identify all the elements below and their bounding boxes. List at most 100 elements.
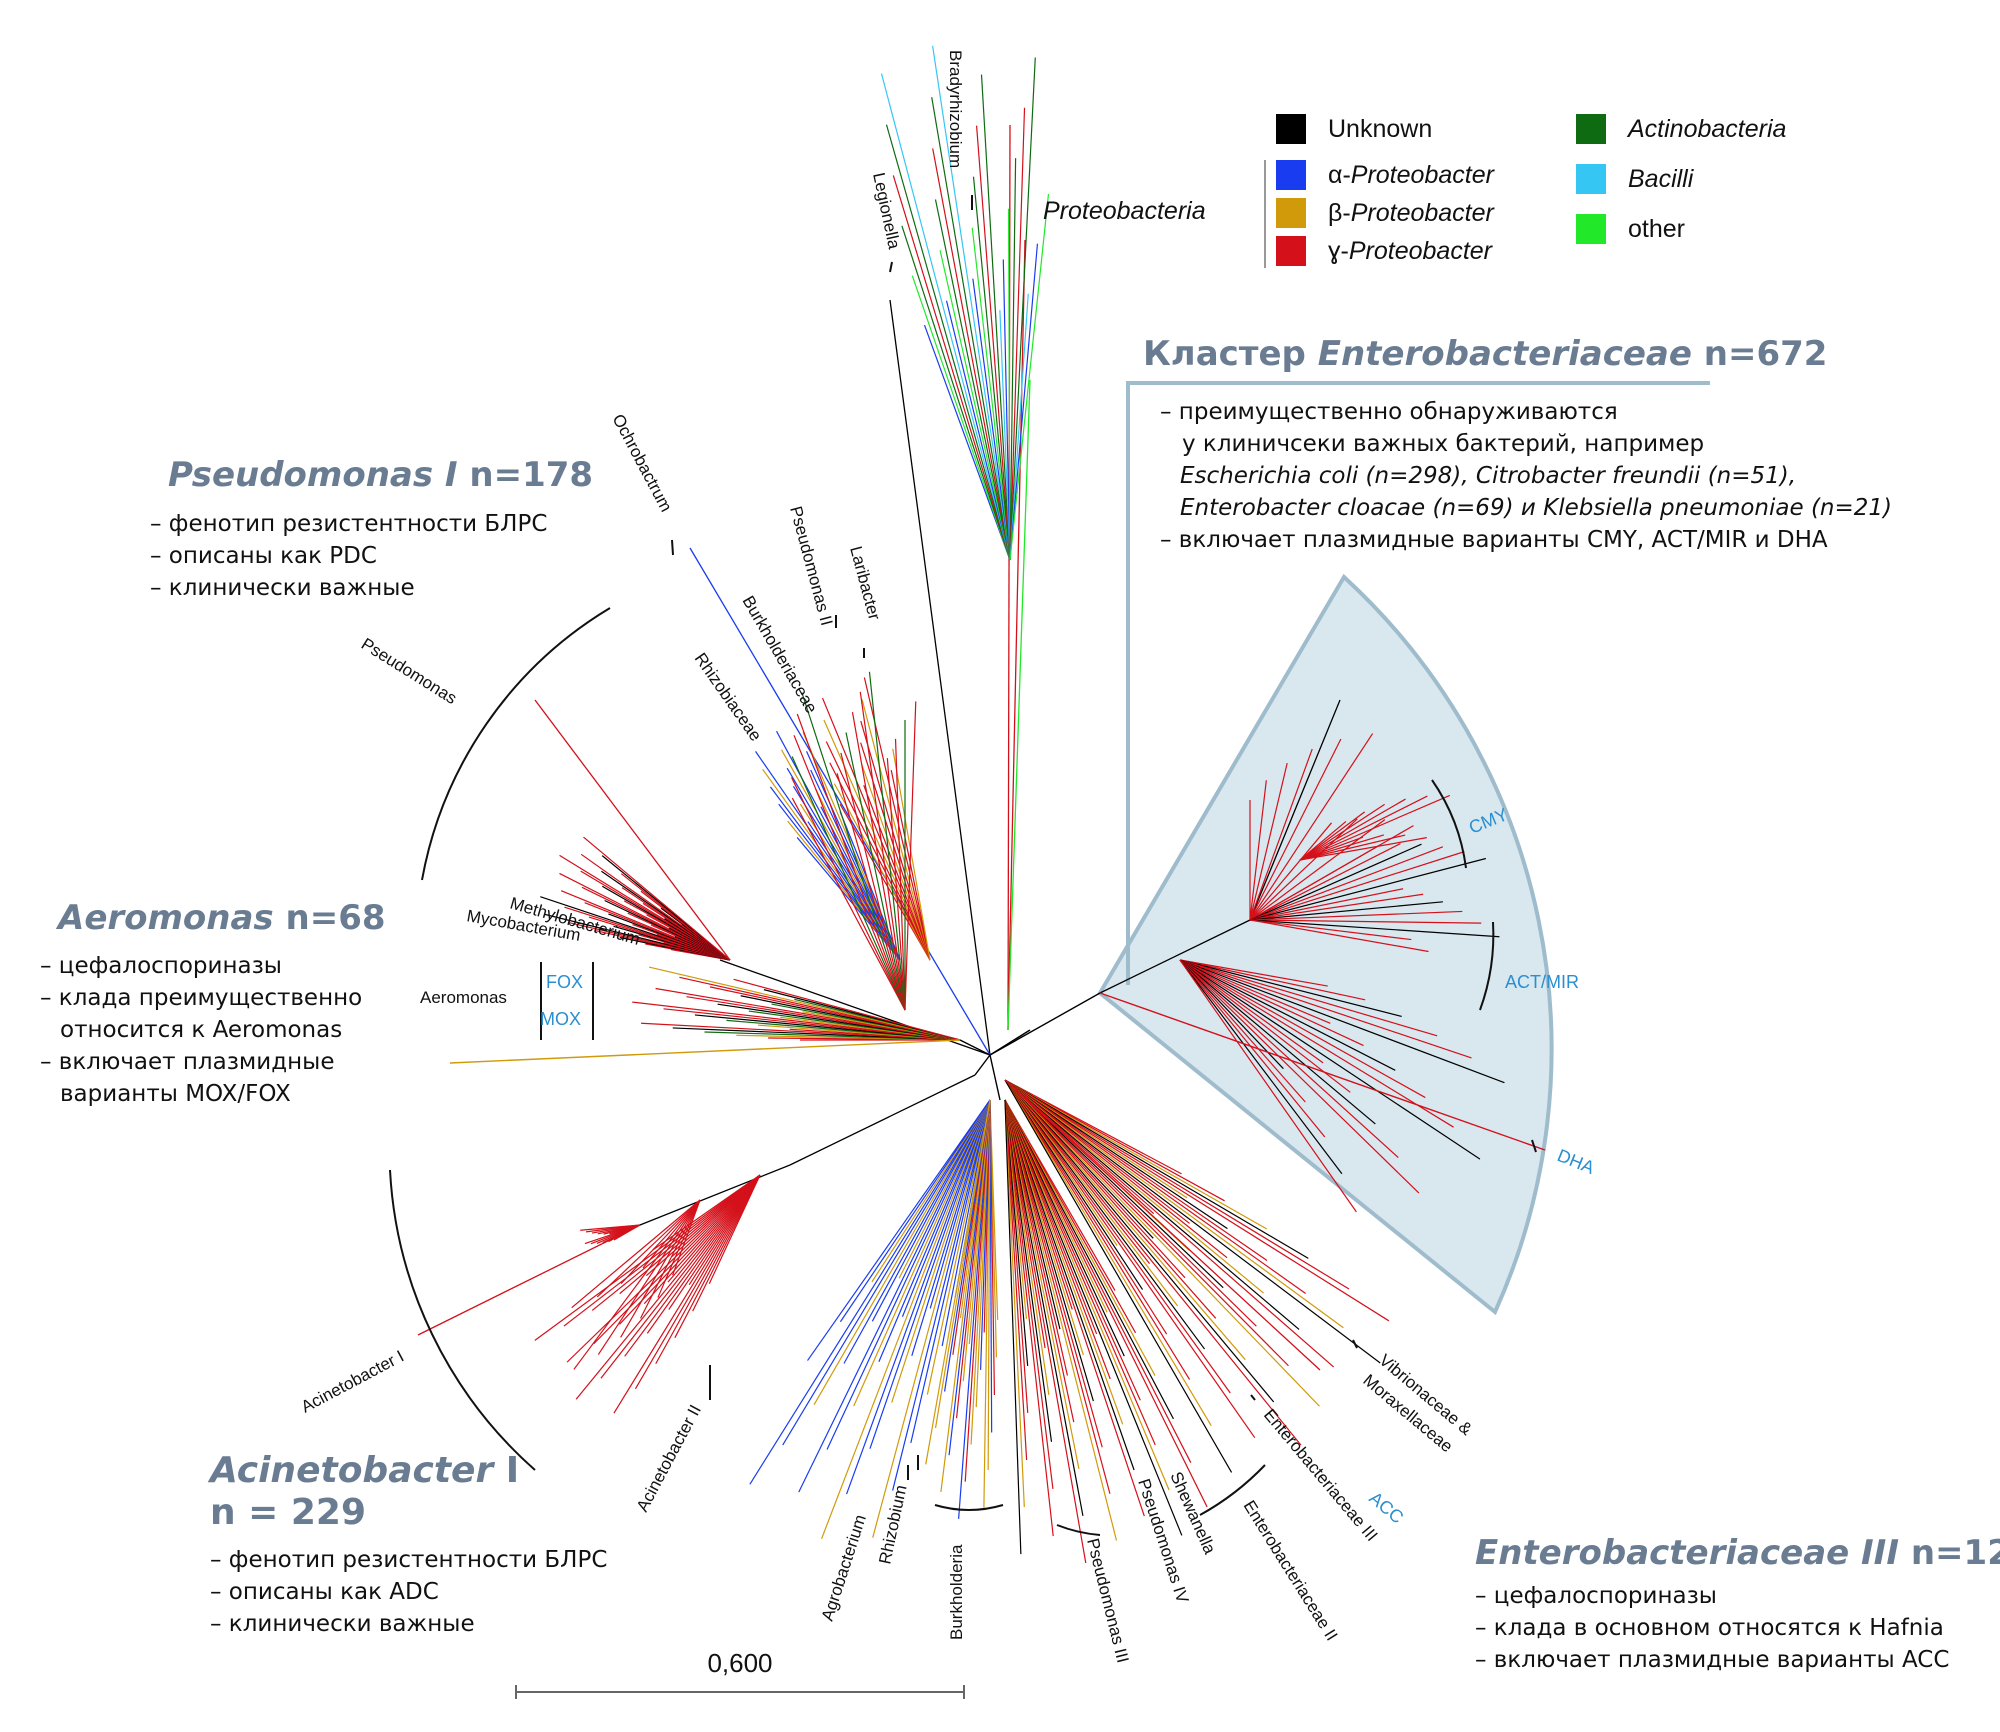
panel-title: Acinetobacter I <box>210 1450 520 1491</box>
tree-branch <box>613 1174 761 1414</box>
label-pseudomonas-iii: Pseudomonas III <box>1083 1536 1132 1664</box>
tree-branch <box>1004 1099 1022 1555</box>
tree-branch <box>940 1099 991 1493</box>
tree-branch <box>619 1174 761 1295</box>
tree-branch <box>1004 1099 1111 1494</box>
tree-branch <box>1249 919 1500 938</box>
tree-branch <box>1004 1079 1186 1279</box>
tree-branch <box>926 1099 991 1395</box>
tree-branch <box>1004 1079 1228 1230</box>
label-burkholderia: Burkholderia <box>947 1544 966 1640</box>
tree-branch <box>1249 851 1465 921</box>
label-acinetobacter-ii: Acinetobacter II <box>633 1402 705 1515</box>
tree-branch <box>1004 1099 1050 1395</box>
label-aeromonas: Aeromonas <box>420 988 507 1007</box>
tree-branch <box>889 299 991 1056</box>
label-rhizobium: Rhizobium <box>875 1483 910 1566</box>
tree-branch <box>1179 959 1454 1128</box>
bullet: – клинически важные <box>210 1611 475 1637</box>
tree-branch <box>1249 888 1404 921</box>
label-acinetobacter-i: Acinetobacter I <box>298 1347 407 1417</box>
tree-branch <box>999 310 1011 561</box>
clade-bracket <box>889 261 893 273</box>
tree-branch <box>1249 733 1374 921</box>
clade-bracket <box>389 1169 536 1471</box>
bullet: относится к Aeromonas <box>60 1017 343 1043</box>
tree-branch <box>833 783 931 961</box>
legend-label: other <box>1628 214 1685 243</box>
bullet: – цефалоспориназы <box>40 953 282 979</box>
legend-swatch <box>1276 114 1306 144</box>
tree-branch <box>1179 959 1376 1125</box>
tree-branch <box>755 751 901 961</box>
legend-swatch <box>1576 214 1606 244</box>
panel-enterobacteriaceae: Кластер Enterobacteriaceae n=672 <box>1143 334 1827 374</box>
tree-branch <box>941 1099 991 1347</box>
tree-branch <box>1004 1099 1084 1516</box>
legend-label: Actinobacteria <box>1628 114 1787 143</box>
legend-swatch <box>1576 164 1606 194</box>
tree-branch <box>1004 1079 1212 1426</box>
label-fox: FOX <box>546 972 583 992</box>
scale-bar-label: 0,600 <box>707 1648 773 1678</box>
clade-bracket <box>1199 1464 1266 1516</box>
label-dha: DHA <box>1555 1145 1598 1178</box>
tree-branch <box>1004 1099 1080 1470</box>
tree-branch <box>843 1099 991 1364</box>
panel-pseudomonas-i: Pseudomonas I n=178 <box>168 455 593 495</box>
bullet: – описаны как ADC <box>210 1579 439 1605</box>
tree-branch <box>600 1174 761 1379</box>
tree-branch <box>1179 959 1284 1070</box>
label-rhizobiaceae: Rhizobiaceae <box>691 649 766 744</box>
tree-branch <box>762 768 901 961</box>
tree-branch <box>931 97 1011 561</box>
tree-branch <box>807 1099 991 1361</box>
tree-branch <box>1249 819 1386 921</box>
tree-branch <box>782 1099 991 1446</box>
tree-branch <box>1004 1079 1231 1394</box>
tree-branch <box>1249 919 1429 953</box>
tree-branch <box>829 762 931 961</box>
tree-branch <box>1249 780 1267 921</box>
tree-branch <box>972 278 1011 561</box>
tree-branch <box>593 1174 761 1345</box>
label-legionella: Legionella <box>869 171 904 251</box>
tree-branch <box>861 699 931 961</box>
tree-branch <box>901 225 1011 561</box>
tree-branch <box>1004 1099 1025 1508</box>
legend-swatch <box>1576 114 1606 144</box>
tree-branch <box>1007 208 1011 561</box>
tree-branch <box>733 978 961 1041</box>
tree-branch <box>1004 1099 1183 1536</box>
tree-branch <box>868 671 906 1011</box>
legend-label: Bacilli <box>1628 164 1694 193</box>
clade-bracket <box>1431 779 1467 869</box>
tree-branch <box>1249 818 1358 921</box>
tree-branch <box>1179 959 1324 1064</box>
tree-branch <box>596 1199 701 1298</box>
tree-branch <box>923 324 1011 561</box>
tree-branch <box>1249 843 1422 921</box>
bullet: варианты MOX/FOX <box>60 1081 291 1107</box>
tree-branch <box>1004 1079 1179 1307</box>
tree-branch <box>845 732 906 1011</box>
tree-branch <box>1004 1079 1321 1371</box>
tree-branch <box>1004 1079 1300 1330</box>
tree-branch <box>805 750 901 961</box>
tree-branch <box>1004 1079 1344 1329</box>
tree-branch <box>836 773 906 1011</box>
tree-branch <box>1009 243 1039 561</box>
tree-branch <box>1179 959 1351 1093</box>
tree-branch <box>639 1164 791 1226</box>
tree-branch <box>1004 1079 1306 1295</box>
tree-branch <box>1179 959 1399 1158</box>
tree-branch <box>769 786 901 961</box>
tree-branch <box>1249 893 1424 921</box>
tree-branch <box>1004 1099 1053 1442</box>
tree-branch <box>1004 1099 1170 1491</box>
tree-branch <box>1099 992 1546 1151</box>
tree-branch <box>591 1174 761 1311</box>
tree-branch <box>1004 1099 1156 1446</box>
tree-branch <box>417 1224 641 1336</box>
tree-branch <box>668 1174 761 1310</box>
